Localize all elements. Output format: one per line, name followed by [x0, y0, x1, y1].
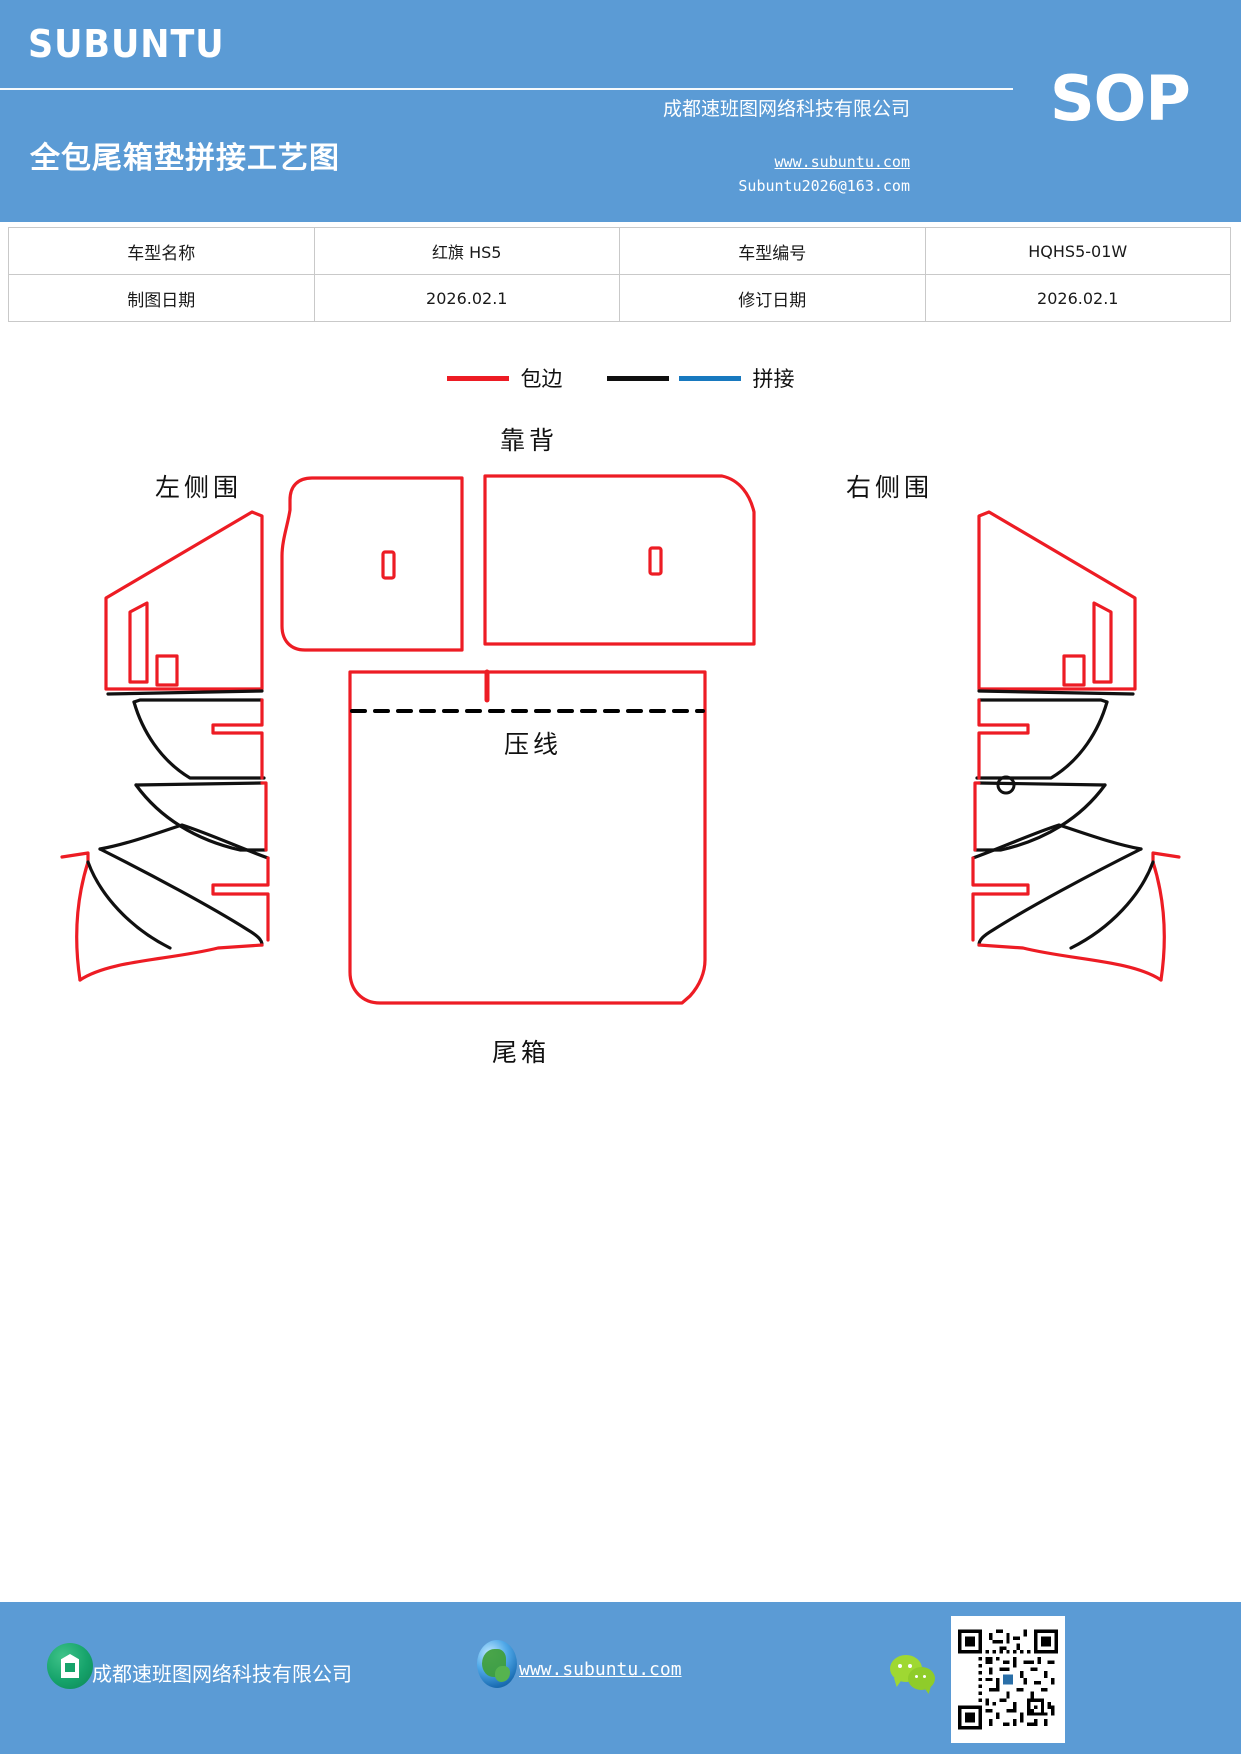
backrest-right-slot — [648, 546, 663, 576]
value-model-code: HQHS5-01W — [924, 227, 1231, 275]
label-backrest: 靠背 — [500, 426, 559, 455]
left-slot-small — [155, 654, 179, 687]
left-strip3-bottom — [134, 783, 268, 852]
header-divider — [0, 88, 1013, 90]
label-trunk: 尾箱 — [492, 1038, 551, 1067]
left-strip4-top — [98, 823, 270, 860]
left-bottom-inner-seam — [86, 860, 172, 950]
backrest-right-outline — [483, 474, 756, 646]
right-strip2-bottom — [975, 700, 1109, 780]
legend-swatch-blue-icon — [678, 375, 741, 381]
backrest-left-outline — [280, 476, 464, 652]
qr-code[interactable] — [951, 1616, 1065, 1743]
footer-company-name: 成都速班图网络科技有限公司 — [92, 1662, 352, 1686]
left-strip3-edge — [260, 781, 268, 852]
qr-code-svg — [958, 1629, 1058, 1730]
right-strip4-top — [971, 823, 1143, 860]
wechat-eye-4 — [923, 1675, 926, 1678]
trunk-outline — [348, 670, 707, 1005]
diagram-svg — [60, 474, 1181, 1005]
left-strip4-notch — [211, 856, 270, 942]
right-upper-outline — [977, 510, 1137, 691]
label-model-code: 车型编号 — [619, 227, 926, 275]
label-right-side-panel: 右侧围 — [846, 473, 934, 502]
label-revision-date: 修订日期 — [619, 274, 926, 322]
right-strip4-notch — [971, 856, 1030, 942]
technical-diagram: 左侧围 右侧围 靠背 压线 尾箱 — [0, 400, 1241, 1100]
left-slot-long — [128, 601, 149, 684]
right-strip2-top — [977, 698, 1109, 704]
sop-badge: SOP — [1050, 62, 1191, 135]
label-model-name: 车型名称 — [8, 227, 315, 275]
backrest-left-slot — [381, 550, 396, 580]
label-left-side-panel: 左侧围 — [155, 473, 243, 502]
wechat-bubble-small — [908, 1667, 935, 1690]
left-upper-outline — [104, 510, 264, 691]
left-strip3-top — [134, 781, 264, 787]
value-draw-date: 2026.02.1 — [313, 274, 620, 322]
part-right-side-panel — [971, 510, 1181, 982]
right-bottom-red-edge — [977, 943, 1163, 982]
right-bottom-right-edge — [1151, 851, 1181, 982]
footer-website-link[interactable]: www.subuntu.com — [519, 1659, 682, 1680]
legend: 包边 拼接 — [0, 358, 1241, 398]
legend-label-splice: 拼接 — [752, 367, 795, 391]
legend-item-binding: 包边 — [446, 363, 607, 393]
right-round-hole — [996, 775, 1016, 795]
part-left-side-panel — [60, 510, 270, 982]
value-model-name: 红旗 HS5 — [313, 227, 620, 275]
page-title: 全包尾箱垫拼接工艺图 — [30, 141, 340, 176]
legend-swatch-red-icon — [446, 375, 509, 381]
wechat-icon — [890, 1655, 942, 1695]
legend-swatch-black-icon — [606, 375, 669, 381]
table-row: 车型名称 红旗 HS5 车型编号 HQHS5-01W — [8, 227, 1231, 275]
left-seam-1 — [106, 689, 264, 696]
right-seam-1 — [977, 689, 1135, 696]
header-company-name: 成都速班图网络科技有限公司 — [662, 98, 910, 120]
right-bottom-inner-seam — [1069, 860, 1155, 950]
header-website-link[interactable]: www.subuntu.com — [774, 153, 910, 171]
left-bottom-left-edge — [60, 851, 90, 982]
left-strip2-notch — [211, 698, 264, 780]
brand-logo: SUBUNTU — [28, 22, 225, 66]
page-header: SUBUNTU 全包尾箱垫拼接工艺图 成都速班图网络科技有限公司 SOP www… — [0, 0, 1241, 222]
label-draw-date: 制图日期 — [8, 274, 315, 322]
right-slot-small — [1062, 654, 1086, 687]
label-press-line: 压线 — [504, 730, 563, 759]
part-backrest-left — [280, 476, 464, 652]
left-strip2-bottom — [132, 700, 266, 780]
right-strip3-top — [977, 781, 1107, 787]
right-strip3-edge — [973, 781, 981, 852]
left-strip4-bottom — [98, 847, 264, 947]
wechat-eye-3 — [915, 1675, 918, 1678]
building-icon — [47, 1643, 93, 1689]
right-strip3-bottom — [973, 783, 1107, 852]
right-strip4-bottom — [977, 847, 1143, 947]
vehicle-info-table: 车型名称 红旗 HS5 车型编号 HQHS5-01W 制图日期 2026.02.… — [8, 227, 1231, 322]
legend-item-splice: 拼接 — [606, 363, 795, 393]
table-row: 制图日期 2026.02.1 修订日期 2026.02.1 — [8, 274, 1231, 322]
part-backrest-right — [483, 474, 756, 646]
wechat-eye-1 — [898, 1664, 902, 1668]
right-slot-long — [1092, 601, 1113, 684]
wechat-eye-2 — [908, 1664, 912, 1668]
part-trunk-mat — [348, 669, 707, 1005]
value-revision-date: 2026.02.1 — [924, 274, 1231, 322]
left-bottom-red-edge — [78, 943, 264, 982]
globe-icon — [477, 1640, 517, 1688]
left-strip2-top — [132, 698, 264, 704]
right-strip2-notch — [977, 698, 1030, 780]
header-email[interactable]: Subuntu2026@163.com — [738, 177, 910, 195]
legend-label-binding: 包边 — [520, 367, 563, 391]
